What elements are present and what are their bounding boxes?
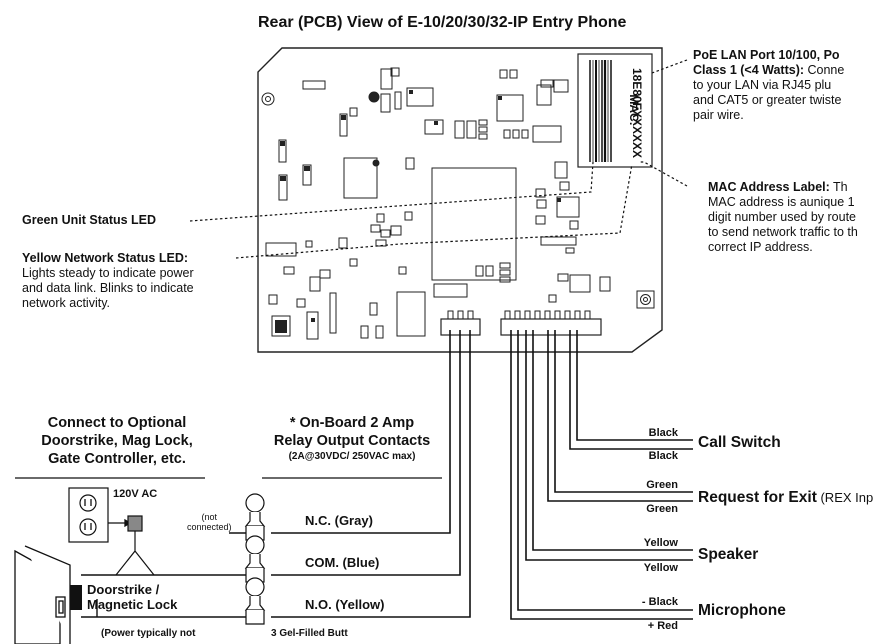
left-heading-line2: Doorstrike, Mag Lock,	[41, 433, 193, 449]
relay-contact-nc: N.C. (Gray)	[305, 513, 373, 528]
poe-annotation: PoE LAN Port 10/100, Po Class 1 (<4 Watt…	[693, 48, 844, 123]
yellow-led-line3: and data link. Blinks to indicate	[22, 281, 194, 295]
power-footer-note: (Power typically not	[101, 628, 196, 639]
not-connected-line1: (not	[201, 512, 218, 522]
leader-lines	[189, 59, 688, 259]
yellow-led-annotation: Yellow Network Status LED: Lights steady…	[22, 251, 194, 311]
power-adapter	[115, 515, 155, 576]
yellow-led-heading: Yellow Network Status LED:	[22, 251, 189, 265]
call-switch-top-wire: Black	[648, 427, 678, 439]
speaker-label: Speaker	[698, 546, 759, 563]
relay-heading-line1: * On-Board 2 Amp	[289, 415, 415, 431]
relay-footer-note: 3 Gel-Filled Butt	[271, 628, 348, 639]
left-heading-line3: Gate Controller, etc.	[48, 451, 186, 467]
yellow-led-line2: Lights steady to indicate power	[22, 266, 194, 280]
call-switch-label: Call Switch	[698, 434, 781, 451]
mac-line3: digit number used by route	[708, 210, 857, 224]
relay-wires	[271, 330, 471, 618]
speaker-bottom-wire: Yellow	[643, 562, 678, 574]
mac-label-number: 18E80FXXXXXX	[630, 67, 644, 159]
device-label-line1: Doorstrike /	[87, 582, 160, 597]
relay-rating: (2A@30VDC/ 250VAC max)	[288, 451, 416, 462]
doorstrike	[70, 585, 82, 610]
not-connected-note: (not connected)	[187, 512, 232, 532]
power-label: 120V AC	[113, 488, 158, 500]
io-wires	[510, 330, 693, 620]
poe-line4: pair wire.	[693, 108, 744, 122]
poe-line3: and CAT5 or greater twiste	[693, 93, 842, 107]
mac-line5: correct IP address.	[708, 240, 813, 254]
microphone-top-wire: - Black	[641, 596, 678, 608]
poe-heading: PoE LAN Port 10/100, Po	[693, 48, 840, 62]
io-connector	[500, 318, 602, 336]
butt-connectors	[244, 493, 266, 625]
mac-line2: MAC address is aunique 1	[708, 195, 855, 209]
speaker-top-wire: Yellow	[643, 537, 678, 549]
not-connected-line2: connected)	[187, 522, 232, 532]
poe-line2: to your LAN via RJ45 plu	[693, 78, 832, 92]
yellow-led-line4: network activity.	[22, 296, 110, 310]
page-title: Rear (PCB) View of E-10/20/30/32-IP Entr…	[258, 14, 627, 31]
mounting-hole-right	[636, 290, 655, 309]
device-label: Doorstrike / Magnetic Lock	[87, 582, 177, 612]
rex-label: Request for Exit (REX Inp	[698, 489, 873, 507]
relay-contact-no: N.O. (Yellow)	[305, 597, 385, 612]
mac-line4: to send network traffic to th	[708, 225, 858, 239]
mac-heading: MAC Address Label:	[708, 180, 830, 194]
relay-contact-com: COM. (Blue)	[305, 555, 380, 570]
mac-barcode	[589, 60, 612, 162]
mounting-hole-left	[261, 92, 275, 106]
mac-heading-rest: Th	[829, 180, 848, 194]
rex-bottom-wire: Green	[646, 503, 678, 515]
left-heading-line1: Connect to Optional	[47, 415, 187, 431]
door	[14, 545, 71, 644]
relay-heading-line2: Relay Output Contacts	[273, 433, 431, 449]
pcb-board	[257, 47, 663, 353]
rex-label-name: Request for Exit	[698, 489, 817, 506]
pcb-components	[265, 67, 611, 340]
poe-heading2: Class 1 (<4 Watts):	[693, 63, 805, 77]
relay-heading: * On-Board 2 Amp Relay Output Contacts	[262, 414, 442, 450]
device-label-line2: Magnetic Lock	[87, 597, 178, 612]
mac-annotation: MAC Address Label: Th MAC address is aun…	[708, 180, 858, 255]
call-switch-bottom-wire: Black	[648, 450, 678, 462]
poe-line1-rest: Conne	[804, 63, 845, 77]
microphone-label: Microphone	[698, 602, 786, 619]
rex-top-wire: Green	[646, 479, 678, 491]
left-section-heading: Connect to Optional Doorstrike, Mag Lock…	[22, 414, 212, 468]
microphone-bottom-wire: + Red	[647, 620, 678, 632]
green-led-label: Green Unit Status LED	[22, 213, 157, 227]
power-outlet	[68, 487, 109, 543]
rex-label-suffix: (REX Inp	[816, 490, 874, 505]
